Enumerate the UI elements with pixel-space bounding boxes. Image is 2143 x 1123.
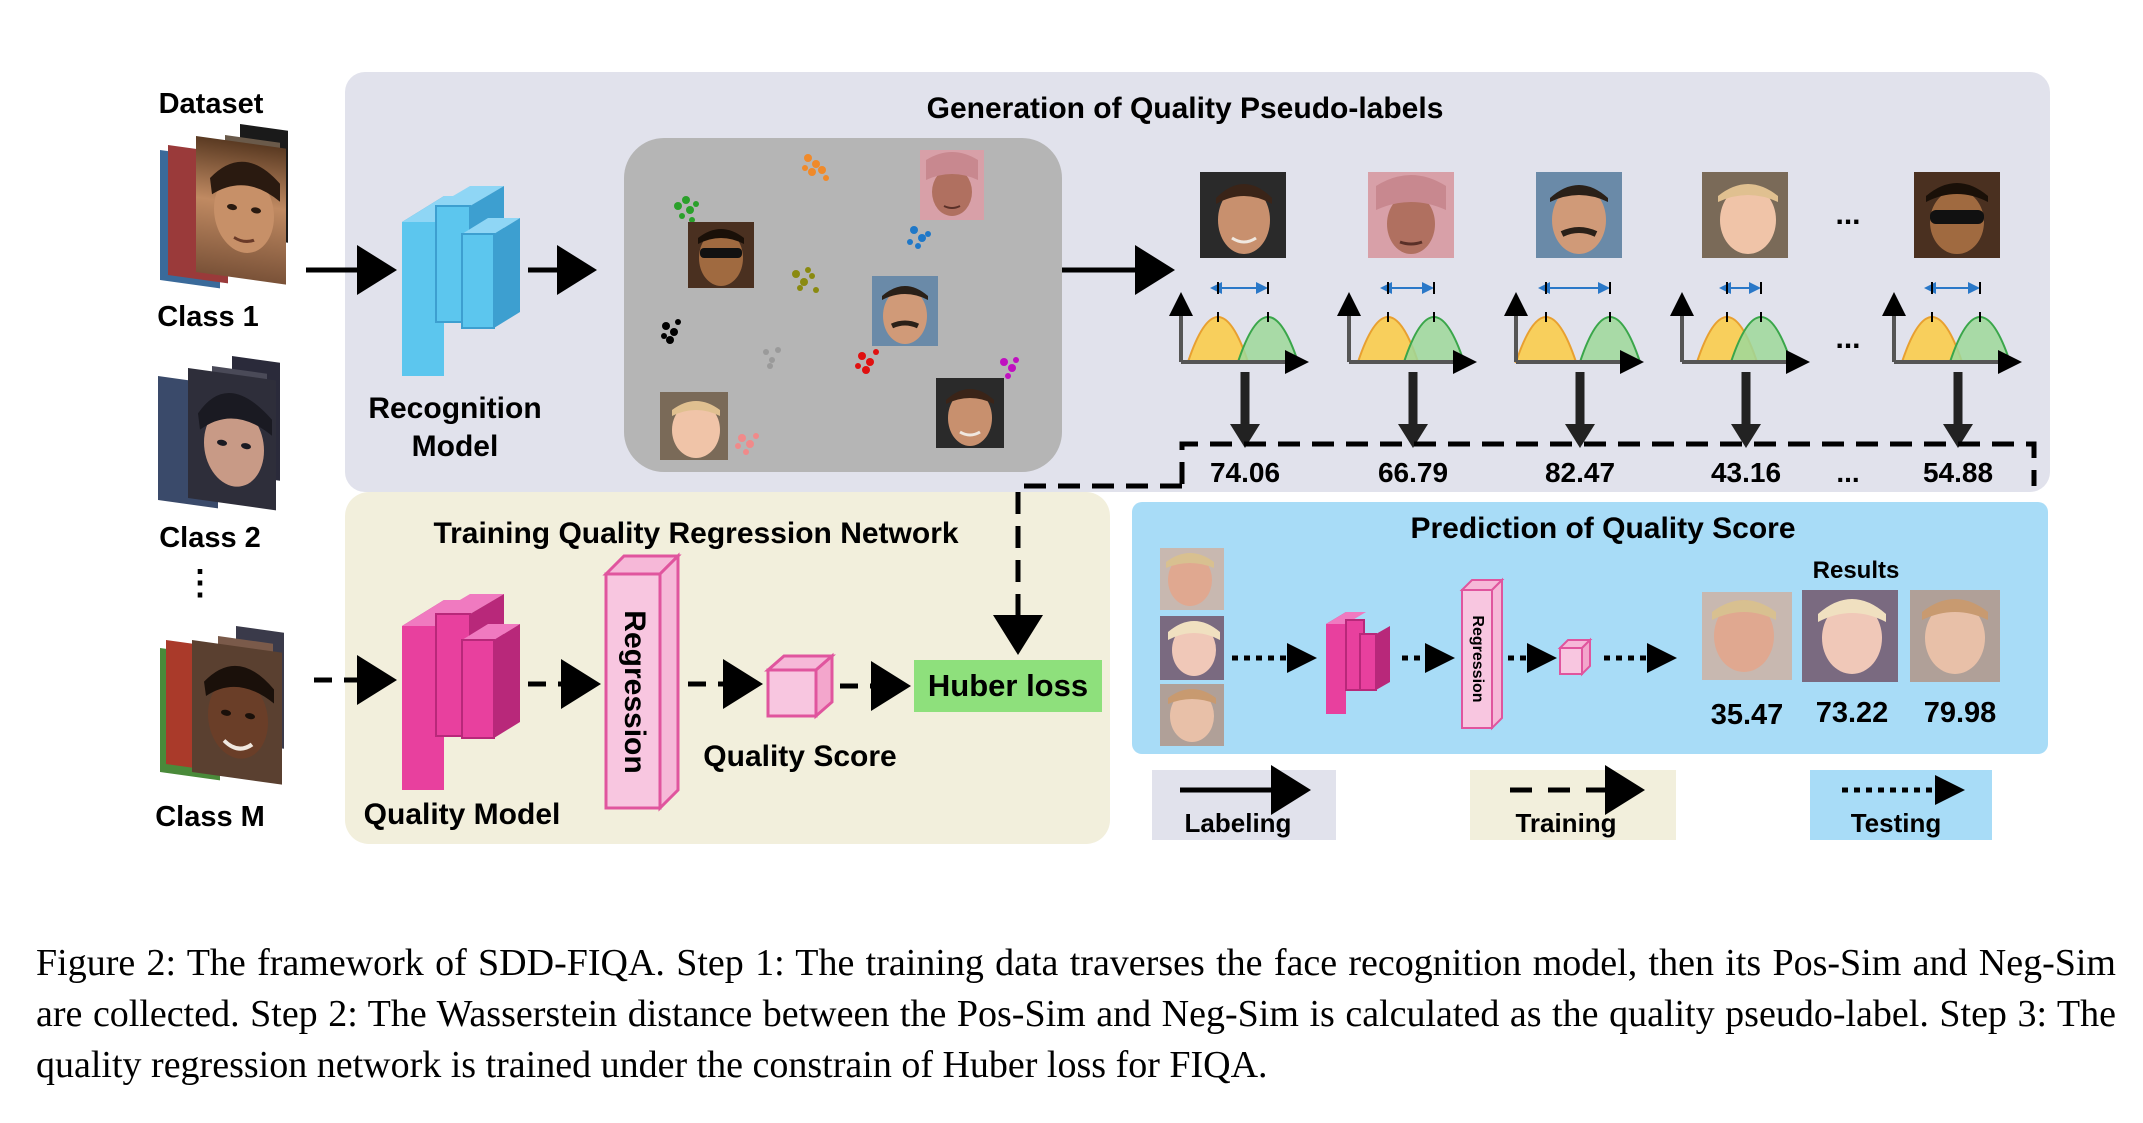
legend-testing-label: Testing <box>1851 808 1942 838</box>
feature-clusters <box>660 150 1019 460</box>
score-3: 82.47 <box>1545 457 1615 488</box>
recognition-model-icon <box>402 186 520 376</box>
score-2: 66.79 <box>1378 457 1448 488</box>
score-1: 74.06 <box>1210 457 1280 488</box>
legend-labeling-label: Labeling <box>1185 808 1292 838</box>
dataset-stack-class-m <box>160 626 284 785</box>
class-m-label: Class M <box>155 801 265 833</box>
face-thumb-5 <box>1914 172 2000 258</box>
quality-model-label: Quality Model <box>364 798 561 831</box>
prediction-regression-label: Regression <box>1469 615 1486 702</box>
distribution-glyph <box>1337 282 1477 374</box>
regression-label: Regression <box>618 610 651 773</box>
prediction-regression-block: Regression <box>1459 577 1505 731</box>
results-label: Results <box>1813 557 1900 584</box>
dataset-label: Dataset <box>159 88 264 120</box>
prediction-panel-title: Prediction of Quality Score <box>1410 512 1795 545</box>
face-thumb-1 <box>1200 172 1286 258</box>
cluster-face-man <box>936 378 1004 448</box>
result-score-1: 35.47 <box>1711 699 1784 731</box>
quality-score-label: Quality Score <box>703 740 896 773</box>
result-score-2: 73.22 <box>1816 697 1889 729</box>
pseudo-label-dashed-box <box>1179 441 2037 486</box>
distribution-glyph <box>1169 282 1309 374</box>
recognition-model-label-2: Model <box>412 430 499 463</box>
cluster-face-moustache <box>872 276 938 346</box>
distribution-glyph <box>1882 282 2022 374</box>
similarity-distributions <box>1169 282 2022 374</box>
legend: Labeling Training Testing <box>1152 765 1992 840</box>
test-input-faces <box>1160 548 1224 746</box>
face-thumb-3 <box>1536 172 1622 258</box>
distribution-glyph <box>1504 282 1644 374</box>
distribution-glyph <box>1670 282 1810 374</box>
face-row-ellipsis: ... <box>1835 198 1860 231</box>
class-ellipsis: ⋮ <box>183 564 217 602</box>
cluster-face-headscarf <box>920 150 984 220</box>
face-thumb-4 <box>1702 172 1788 258</box>
legend-training-label: Training <box>1515 808 1616 838</box>
recognition-model-label-1: Recognition <box>368 392 541 425</box>
cluster-face-sunglasses <box>688 222 754 288</box>
result-scores: 35.47 73.22 79.98 <box>1711 697 1997 731</box>
figure-caption: Figure 2: The framework of SDD-FIQA. Ste… <box>36 942 2116 1086</box>
score-arrows <box>1230 372 1973 448</box>
prediction-quality-model-icon <box>1326 612 1390 714</box>
prediction-score-cube <box>1557 637 1593 677</box>
face-row: ... <box>1200 172 2000 258</box>
generation-panel <box>345 72 2050 492</box>
score-5: 54.88 <box>1923 457 1993 488</box>
quality-model-icon <box>402 594 520 790</box>
regression-block: Regression <box>602 552 682 812</box>
result-score-3: 79.98 <box>1924 697 1997 729</box>
score-ellipsis: ... <box>1836 457 1859 488</box>
face-thumb-2 <box>1368 172 1454 258</box>
pseudo-label-to-loss-dashed <box>993 483 1182 655</box>
training-panel-title: Training Quality Regression Network <box>433 517 958 550</box>
quality-score-cube <box>764 652 836 720</box>
dataset-stack-class-2 <box>158 356 280 511</box>
generation-panel-title: Generation of Quality Pseudo-labels <box>927 92 1444 125</box>
dataset-stack-class-1 <box>160 123 288 289</box>
distribution-row-ellipsis: ... <box>1835 322 1860 355</box>
score-4: 43.16 <box>1711 457 1781 488</box>
pseudo-label-scores: 74.06 66.79 82.47 43.16 ... 54.88 <box>1210 457 1993 488</box>
huber-loss-label: Huber loss <box>928 668 1088 703</box>
result-faces <box>1702 590 2000 682</box>
class-1-label: Class 1 <box>157 301 259 333</box>
class-2-label: Class 2 <box>159 522 261 554</box>
huber-loss-box <box>914 660 1102 712</box>
cluster-face-child <box>660 392 728 460</box>
